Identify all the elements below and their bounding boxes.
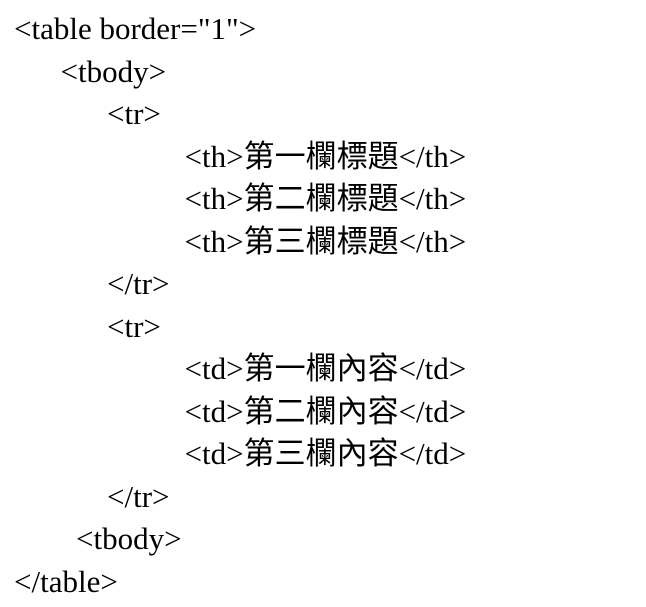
- code-line: <td>第二欄內容</td>: [14, 393, 467, 429]
- code-line: </tr>: [14, 478, 170, 514]
- code-line: <tr>: [14, 96, 161, 131]
- code-line: <tbody>: [14, 53, 167, 89]
- code-line: <th>第二欄標題</th>: [14, 181, 467, 216]
- code-line: <tbody>: [14, 521, 182, 556]
- code-line: <th>第三欄標題</th>: [14, 223, 467, 259]
- code-line: </tr>: [14, 266, 170, 301]
- code-line: </table>: [14, 563, 118, 599]
- code-line: <table border="1">: [14, 11, 257, 46]
- code-line: <td>第一欄內容</td>: [14, 351, 467, 386]
- code-line: <td>第三欄內容</td>: [14, 436, 467, 471]
- code-line: <tr>: [14, 308, 161, 344]
- code-line: <th>第一欄標題</th>: [14, 138, 467, 174]
